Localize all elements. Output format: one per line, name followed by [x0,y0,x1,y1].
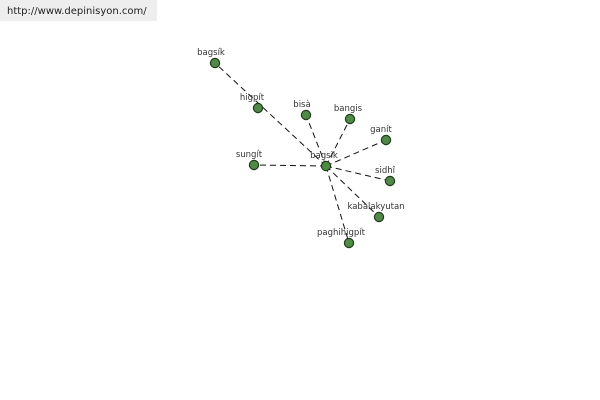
node-label: bangis [334,104,363,114]
edge-bagsik-ganít [325,139,387,167]
node-higpít[interactable]: higpít [240,93,265,114]
edge-bagsik-bagsík [214,62,327,167]
edges-layer [214,62,391,244]
node-label: bagsik [310,151,338,161]
node-circle[interactable] [380,134,392,146]
node-label: kabalakyutan [347,202,404,212]
node-circle[interactable] [344,113,356,125]
edge-bagsik-bisà [305,114,327,167]
node-circle[interactable] [252,102,264,114]
node-bisà[interactable]: bisà [293,100,312,121]
node-circle[interactable] [300,109,312,121]
nodes-layer: bagsik bagsík higpít bisà bangis ganít sungít s… [197,48,405,249]
node-circle[interactable] [209,57,221,69]
edge-bagsik-paghihigpít [325,165,350,244]
node-circle[interactable] [373,211,385,223]
edge-bagsik-bangis [325,118,351,167]
node-label: ganít [370,125,392,135]
node-sungít[interactable]: sungít [236,150,263,171]
node-ganít[interactable]: ganít [370,125,393,146]
edge-bagsik-sungít [253,164,327,167]
url-text[interactable]: http://www.depinisyon.com/ [0,0,157,21]
node-circle[interactable] [343,237,355,249]
node-label: paghihigpít [317,228,366,238]
node-circle[interactable] [248,159,260,171]
node-circle[interactable] [384,175,396,187]
edge-bagsik-sidhî [325,165,391,182]
edge-bagsik-kabalakyutan [325,165,380,218]
node-label: bagsík [197,48,225,58]
node-label: bisà [293,100,310,110]
node-circle[interactable] [320,160,332,172]
node-sidhî[interactable]: sidhî [375,166,396,187]
node-bangis[interactable]: bangis [334,104,363,125]
node-label: sidhî [375,166,396,176]
node-kabalakyutan[interactable]: kabalakyutan [347,202,405,223]
node-label: higpít [240,93,265,103]
node-bagsik[interactable]: bagsik [310,151,338,172]
node-bagsík[interactable]: bagsík [197,48,225,69]
node-paghihigpít[interactable]: paghihigpít [317,228,366,249]
node-label: sungít [236,150,263,160]
